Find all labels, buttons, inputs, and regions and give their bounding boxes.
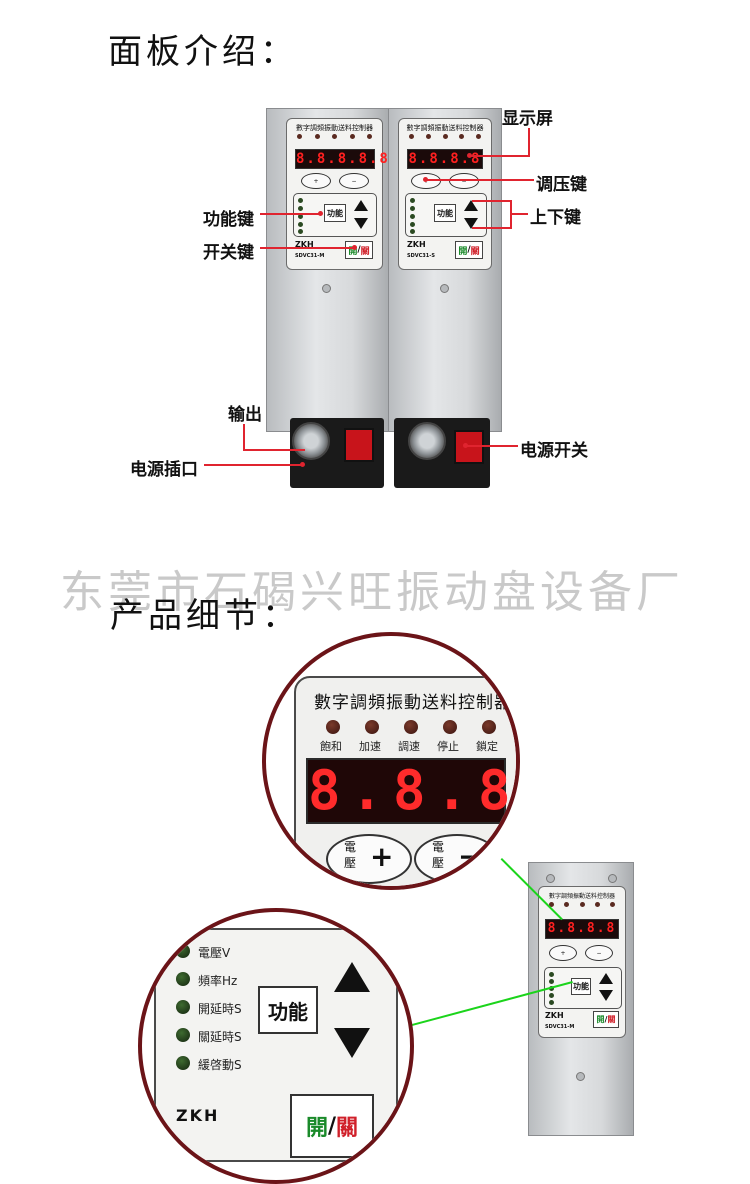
voltage-up-button[interactable]: + [301, 173, 331, 189]
output-connector[interactable] [408, 422, 446, 460]
brand-label: ZKH [295, 240, 314, 249]
zoom-circle-function: 電壓V 頻率Hz 開延時S 關延時S 緩啓動S 功能 ZKH 開/關 [138, 908, 414, 1184]
up-arrow-icon[interactable] [599, 973, 613, 984]
down-arrow-icon[interactable] [464, 218, 478, 229]
voltage-down-button[interactable]: − [339, 173, 369, 189]
voltage-down-button-zoomed[interactable]: 電壓− [414, 834, 500, 884]
callout-voltage-key: 调压键 [536, 175, 587, 195]
watermark: 东莞市石碣兴旺振动盘设备厂 [60, 567, 684, 618]
power-rocker-switch[interactable] [344, 428, 374, 462]
callout-power-socket: 电源插口 [130, 460, 198, 480]
down-arrow-icon[interactable] [354, 218, 368, 229]
function-button[interactable]: 功能 [434, 204, 456, 222]
seven-segment-display: 8.8.8.8.8 [295, 149, 390, 169]
callout-power-switch: 电源开关 [520, 441, 588, 461]
voltage-up-button[interactable]: + [549, 945, 577, 961]
power-toggle-button-zoomed[interactable]: 開/關 [290, 1094, 374, 1158]
down-arrow-icon[interactable] [599, 990, 613, 1001]
output-connector[interactable] [292, 422, 330, 460]
up-arrow-icon[interactable] [464, 200, 478, 211]
zoom-circle-display: 數字調頻振動送料控制器 飽和 加速 調速 停止 鎖定 8.8.8.8.8 電壓+… [262, 632, 520, 890]
section-title-panel-intro: 面板介绍： [108, 32, 298, 72]
function-sub-panel: 功能 [293, 193, 377, 237]
power-rocker-switch[interactable] [454, 430, 484, 464]
model-label: SDVC31-M [295, 253, 325, 259]
section-title-product-details: 产品细节： [110, 596, 300, 636]
control-panel-left: 數字調頻振動送料控制器 8.8.8.8.8 + − 功能 ZKH SDVC31-… [286, 118, 390, 270]
power-toggle-button[interactable]: 開/關 [593, 1011, 619, 1028]
panel-title: 數字調頻振動送料控制器 [296, 124, 373, 132]
function-button[interactable]: 功能 [571, 978, 591, 995]
power-toggle-button[interactable]: 開/關 [345, 241, 373, 259]
callout-display: 显示屏 [502, 109, 553, 129]
seven-segment-display-zoomed: 8.8.8.8.8 [306, 758, 520, 824]
voltage-down-button[interactable]: − [449, 173, 479, 189]
callout-switch-key: 开关键 [203, 243, 254, 263]
seven-segment-display: 8.8.8.8 [407, 149, 483, 169]
callout-function-key: 功能键 [203, 210, 254, 230]
control-panel-right: 數字調頻振動送料控制器 8.8.8.8 + − 功能 ZKH SDVC31-S … [398, 118, 492, 270]
down-arrow-icon[interactable] [334, 1028, 370, 1058]
voltage-down-button[interactable]: − [585, 945, 613, 961]
callout-updown-key: 上下键 [530, 208, 581, 228]
up-arrow-icon[interactable] [334, 962, 370, 992]
function-button[interactable]: 功能 [324, 204, 346, 222]
function-button-zoomed[interactable]: 功能 [258, 986, 318, 1034]
up-arrow-icon[interactable] [354, 200, 368, 211]
voltage-up-button-zoomed[interactable]: 電壓+ [326, 834, 412, 884]
callout-output: 输出 [228, 405, 262, 425]
power-toggle-button[interactable]: 開/關 [455, 241, 483, 259]
